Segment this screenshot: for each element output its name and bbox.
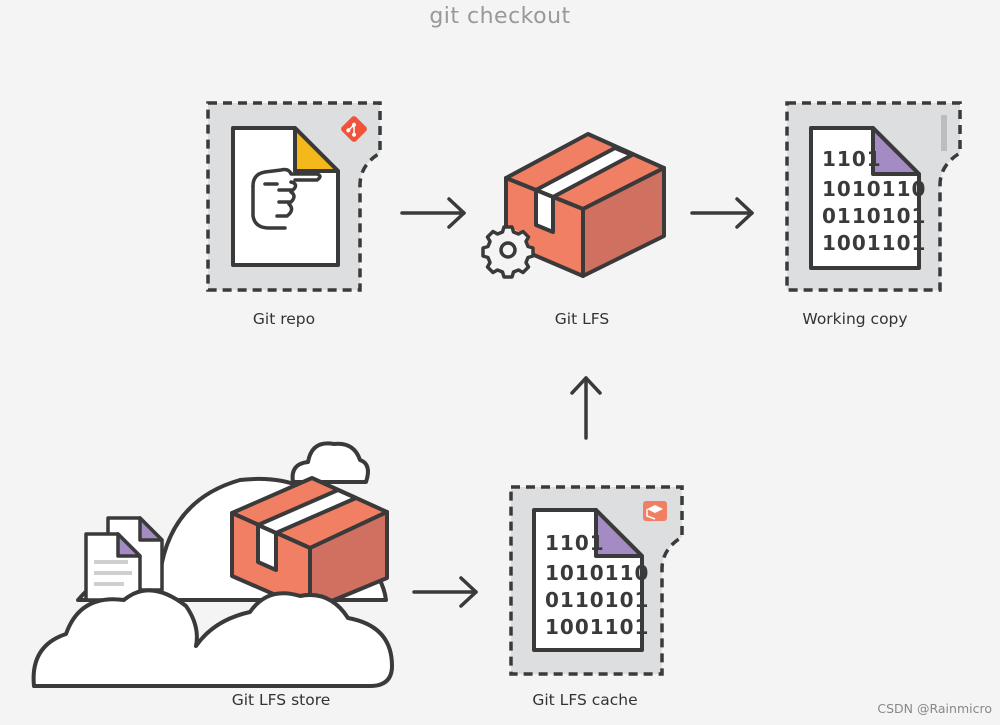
pointing-hand-icon bbox=[251, 167, 322, 230]
binary-line: 1001101 bbox=[822, 231, 926, 255]
binary-line: 0110101 bbox=[545, 588, 649, 612]
arrow-cache-to-lfs bbox=[570, 376, 602, 440]
arrow-lfs-to-working-copy bbox=[690, 197, 754, 229]
binary-line: 1001101 bbox=[545, 615, 649, 639]
front-cloud-icon bbox=[31, 588, 394, 688]
git-repo-node bbox=[206, 101, 382, 292]
diagram-title: git checkout bbox=[429, 4, 571, 29]
working-copy-label: Working copy bbox=[802, 310, 908, 328]
git-logo-icon bbox=[341, 116, 367, 142]
git-lfs-label: Git LFS bbox=[554, 310, 610, 328]
binary-line: 1101 bbox=[822, 147, 882, 171]
small-cloud-icon bbox=[290, 441, 370, 484]
git-lfs-cache-node: 1101 1010110 0110101 1001101 bbox=[509, 485, 684, 676]
git-repo-label: Git repo bbox=[252, 310, 316, 328]
document-stack-icon bbox=[84, 516, 164, 602]
git-lfs-node bbox=[481, 132, 666, 279]
binary-line: 1010110 bbox=[545, 561, 649, 585]
scrollbar-indicator bbox=[941, 115, 947, 151]
arrow-repo-to-lfs bbox=[400, 197, 466, 229]
binary-line: 0110101 bbox=[822, 204, 926, 228]
lfs-badge-icon bbox=[643, 501, 667, 521]
git-lfs-store-node bbox=[31, 441, 394, 688]
git-lfs-cache-label: Git LFS cache bbox=[532, 691, 638, 709]
binary-line: 1101 bbox=[545, 531, 605, 555]
git-lfs-store-label: Git LFS store bbox=[231, 691, 331, 709]
binary-line: 1010110 bbox=[822, 177, 926, 201]
package-box-icon bbox=[504, 132, 666, 278]
pointing-document-icon bbox=[231, 126, 340, 267]
working-copy-node: 1101 1010110 0110101 1001101 bbox=[785, 101, 962, 292]
gear-icon bbox=[481, 225, 535, 279]
watermark: CSDN @Rainmicro bbox=[877, 701, 992, 716]
arrow-store-to-cache bbox=[412, 576, 478, 608]
